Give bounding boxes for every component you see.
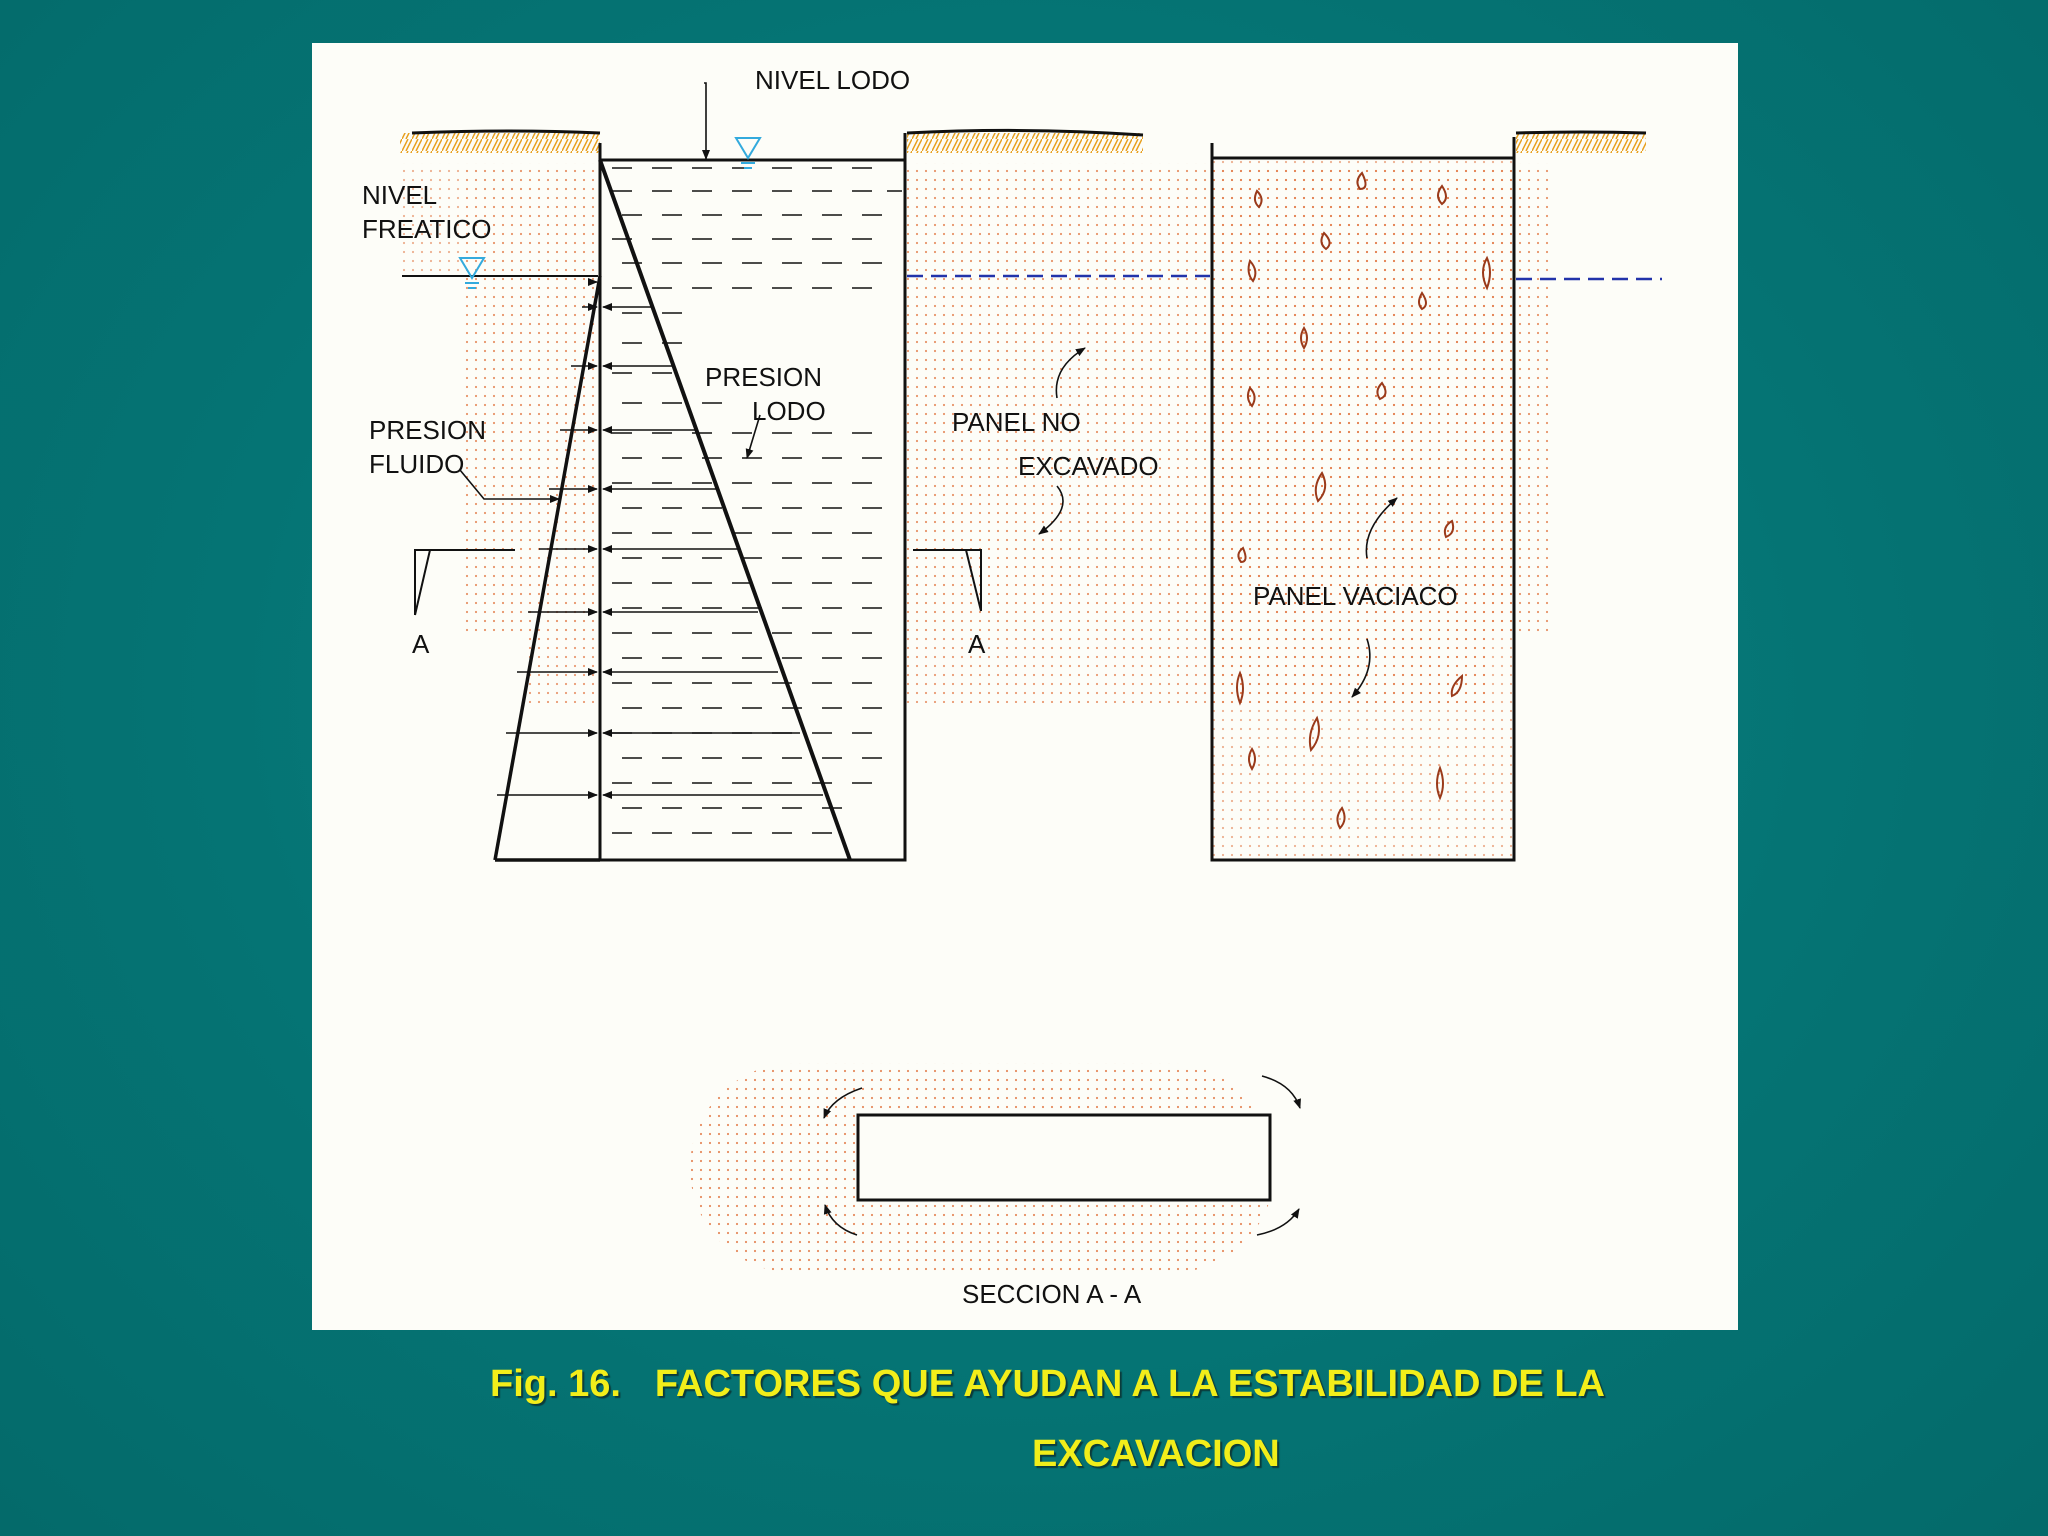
panel-vaciado-label: PANEL VACIACO (1253, 581, 1458, 611)
panel-vaciado-arrow-down (1351, 638, 1371, 698)
ground-surface (400, 128, 1647, 153)
figure-panel: NIVEL LODO NIVEL FREATICO PRESION LODO P… (312, 43, 1738, 1330)
section-mark-left-label: A (412, 629, 430, 659)
nivel-freatico-label-line1: NIVEL (362, 180, 437, 210)
section-a-a-plan (823, 1075, 1301, 1236)
presion-lodo-label-line1: PRESION (705, 362, 822, 392)
panel-no-arrow-down (1038, 485, 1064, 535)
caption-title-line-1: FACTORES QUE AYUDAN A LA ESTABILIDAD DE … (654, 1363, 1605, 1405)
presion-lodo-label-line2: LODO (752, 396, 826, 426)
presion-fluido-label-line1: PRESION (369, 415, 486, 445)
panel-no-excavado-label-line1: PANEL NO (952, 407, 1081, 437)
section-mark-right (913, 549, 982, 612)
presion-fluido-label-line2: FLUIDO (369, 449, 464, 479)
slurry-fill-dashes (612, 167, 902, 834)
presion-lodo-leader (745, 414, 761, 459)
panel-no-arrow-up (1055, 347, 1086, 399)
nivel-lodo-leader (702, 82, 710, 160)
water-table (402, 274, 1662, 281)
seccion-a-a-label: SECCION A - A (962, 1279, 1142, 1309)
caption-title-line-2: EXCAVACION (1032, 1433, 1280, 1475)
slurry-pressure-line (598, 159, 852, 861)
figure-caption: Fig. 16. FACTORES QUE AYUDAN A LA ESTABIL… (0, 1345, 2048, 1495)
presion-fluido-leader (459, 469, 560, 503)
fluid-pressure-diagram (493, 275, 602, 862)
nivel-lodo-label: NIVEL LODO (755, 65, 910, 95)
excavation-diagram: NIVEL LODO NIVEL FREATICO PRESION LODO P… (362, 65, 1662, 1309)
panel-vaciado-arrow-up (1365, 497, 1398, 559)
section-mark-left (414, 549, 515, 616)
water-level-symbol-lodo (734, 137, 762, 169)
caption-line-1: Fig. 16. FACTORES QUE AYUDAN A LA ESTABIL… (490, 1363, 1605, 1406)
concrete-panel (1210, 137, 1516, 862)
fluid-pressure-arrows (497, 278, 598, 799)
water-level-symbol-freatico (458, 257, 486, 289)
figure-number: Fig. 16. (490, 1363, 621, 1405)
panel-no-excavado-label-line2: EXCAVADO (1018, 451, 1159, 481)
nivel-freatico-label-line2: FREATICO (362, 214, 492, 244)
section-mark-right-label: A (968, 629, 986, 659)
slurry-pressure-arrows (602, 303, 823, 799)
slurry-trench (598, 133, 907, 862)
